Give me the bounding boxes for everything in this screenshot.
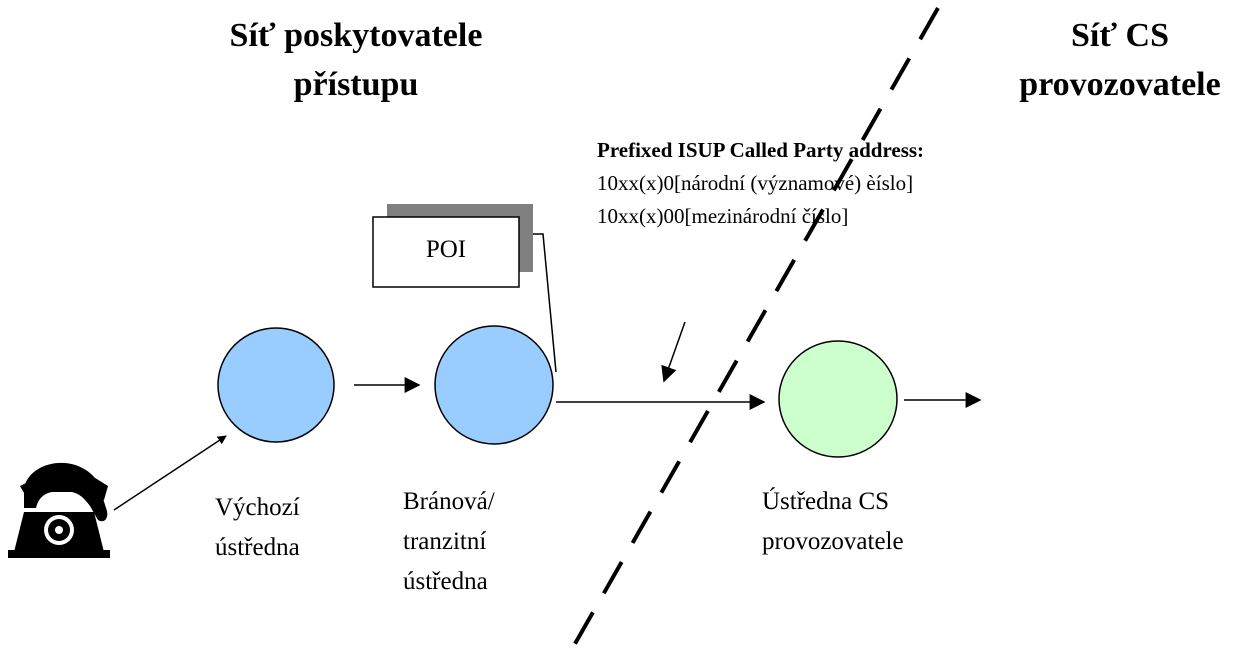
poi-box	[372, 216, 520, 288]
address-pointer-arrow	[661, 321, 686, 383]
address-note-heading: Prefixed ISUP Called Party address:	[597, 138, 925, 162]
origin-exchange-label-line1: Výchozí	[215, 494, 300, 521]
address-note-national: 10xx(x)0[národní (významové) èíslo]	[597, 171, 914, 195]
gateway-exchange-label-line1: Bránová/	[403, 488, 495, 515]
gateway-exchange-label-line3: ústředna	[403, 568, 488, 595]
origin-exchange-label-line2: ústředna	[215, 534, 300, 561]
cs-operator-title-line1: Síť CS	[1070, 17, 1170, 54]
network-boundary-line	[566, 7, 940, 656]
telephone-icon	[8, 462, 110, 558]
access-provider-title-line2: přístupu	[293, 66, 419, 103]
address-note-international: 10xx(x)00[mezinárodní číslo]	[597, 204, 849, 228]
cs-exchange-label-line1: Ústředna CS	[762, 488, 890, 515]
phone-to-origin-arrow	[113, 435, 227, 511]
poi-leader-line	[533, 233, 557, 373]
gateway-exchange-label-line2: tranzitní	[403, 528, 487, 555]
cs-operator-title-line2: provozovatele	[1019, 66, 1221, 103]
gateway-exchange-node	[434, 325, 554, 445]
cs-exchange-node	[778, 340, 898, 458]
access-provider-title-line1: Síť poskytovatele	[229, 17, 483, 54]
origin-exchange-node	[217, 327, 335, 443]
cs-exchange-label-line2: provozovatele	[762, 528, 904, 555]
poi-label: POI	[425, 236, 467, 263]
